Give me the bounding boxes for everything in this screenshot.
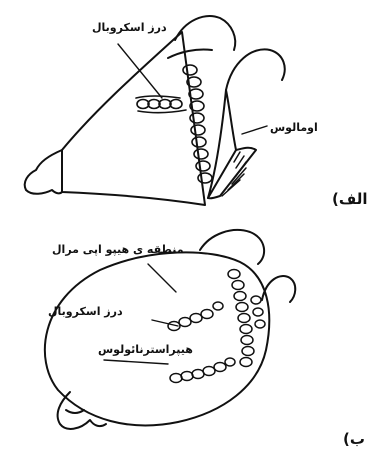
panel-b-lower-row — [170, 358, 235, 383]
label-hypersternaulus: هیپراسترنائولوس — [98, 344, 193, 355]
panel-a-leader-suture — [118, 44, 162, 98]
panel-b-leader-hypoepimeral — [148, 264, 176, 292]
panel-a-suture-row — [137, 100, 182, 109]
panel-a-snout — [25, 150, 62, 194]
panel-a-suture-upper — [136, 96, 180, 98]
panel-b-drawing — [45, 230, 295, 429]
label-omalus: اومالوس — [270, 122, 318, 133]
panel-a-leader-omalus — [242, 126, 267, 134]
panel-b-bead-column — [228, 270, 265, 367]
panel-a-back-line — [168, 49, 212, 58]
label-hypoepimeral-region: منطقه ی هیپو اپی مرال — [52, 244, 184, 255]
panel-a-drawing — [25, 16, 285, 205]
panel-a-bead-column — [183, 65, 212, 183]
panel-a-body-outline — [62, 32, 205, 205]
panel-a-suture-underline — [138, 110, 186, 113]
panel-a-letter: الف) — [332, 192, 368, 207]
label-scrobal-suture-b: درز اسکروبال — [48, 306, 123, 317]
panel-a-top-hook-right — [226, 49, 285, 90]
panel-b-snout-inner — [66, 410, 84, 413]
panel-b-letter: ب) — [343, 432, 365, 447]
panel-b-leader-hypersternaulus — [104, 360, 168, 364]
label-scrobal-suture-a: درز اسکروبال — [92, 22, 167, 33]
